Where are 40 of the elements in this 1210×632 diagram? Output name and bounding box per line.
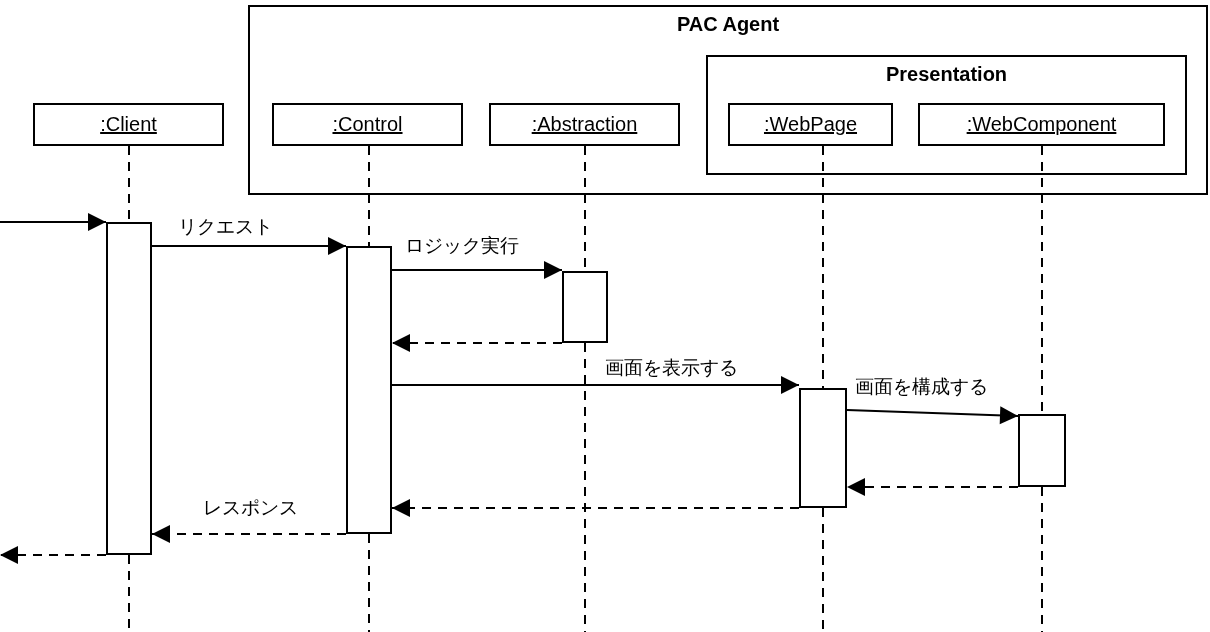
activation-bar (562, 271, 608, 343)
activation-bar (106, 222, 152, 555)
frame-box (706, 55, 1187, 175)
lifeline (822, 507, 824, 632)
object-name: :WebPage (764, 113, 857, 136)
message-arrow (391, 376, 800, 394)
lifeline (584, 342, 586, 632)
lifeline-header-box (489, 103, 680, 146)
activation-bar (1018, 414, 1066, 487)
object-name: :Client (100, 113, 157, 136)
lifeline-header-box (918, 103, 1165, 146)
frame-title: PAC Agent (676, 13, 780, 36)
message-arrow (391, 334, 563, 352)
message-arrow (846, 478, 1019, 496)
message-label: 画面を表示する (605, 356, 738, 380)
lifeline (368, 145, 370, 247)
message-label: リクエスト (178, 215, 273, 239)
message-arrow (391, 499, 800, 517)
message-arrow (0, 213, 107, 231)
frame-title: Presentation (885, 63, 1008, 86)
message-arrow (0, 546, 107, 564)
lifeline-header-box (272, 103, 463, 146)
object-name: :Control (332, 113, 403, 136)
object-name: :WebComponent (966, 113, 1117, 136)
message-label: 画面を構成する (855, 375, 988, 399)
lifeline (1041, 486, 1043, 632)
lifeline-header-box (33, 103, 224, 146)
message-arrow (151, 525, 347, 543)
frame-box (248, 5, 1208, 195)
message-arrow (151, 237, 347, 255)
activation-bar (346, 246, 392, 534)
activation-bar (799, 388, 847, 508)
message-label: ロジック実行 (405, 234, 519, 258)
message-label: レスポンス (203, 496, 298, 520)
lifeline (368, 533, 370, 632)
message-arrow (391, 261, 563, 279)
message-arrow (846, 406, 1019, 425)
lifeline (822, 145, 824, 389)
lifeline-header-box (728, 103, 893, 146)
object-name: :Abstraction (531, 113, 638, 136)
